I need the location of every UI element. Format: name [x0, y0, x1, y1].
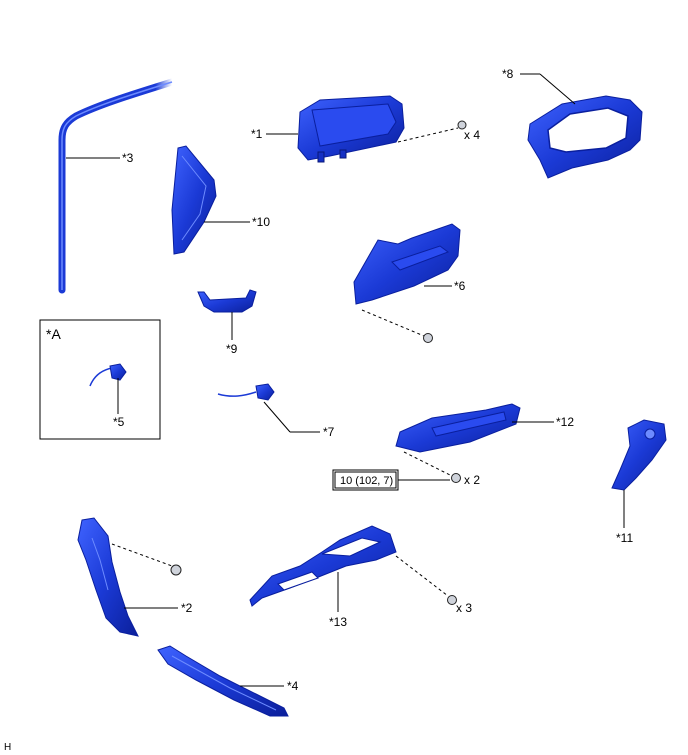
part-9-bracket [197, 289, 257, 313]
qty-lower-frame: x 3 [456, 601, 472, 615]
dash-13 [395, 555, 449, 597]
part-13-lower-frame [249, 525, 397, 607]
torque-spec: 10 (102, 7) [340, 475, 393, 487]
qty-lower-panel: x 2 [464, 473, 480, 487]
leader-7a [263, 401, 291, 433]
screw-icon [451, 473, 461, 483]
part-6-lower-panel [353, 223, 461, 305]
inset-frame-a [39, 319, 161, 440]
part-4-scuff-plate [157, 645, 289, 717]
screw-icon [423, 333, 433, 343]
part-1-combination-meter [297, 95, 405, 163]
part-10-side-panel [171, 145, 217, 255]
leader-8b [539, 73, 576, 105]
part-12-lower-panel-subassembly [395, 403, 521, 453]
part-11-side-cover [611, 419, 667, 491]
part-2-kick-panel [77, 517, 139, 637]
torque-spec-box: 10 (102, 7) [332, 469, 399, 491]
callout-5: *5 [113, 415, 125, 429]
dash-12 [403, 451, 453, 477]
inset-label: *A [46, 326, 61, 342]
callout-10: *10 [252, 215, 270, 229]
callout-8: *8 [502, 67, 514, 81]
dash-2 [111, 543, 173, 567]
callout-13: *13 [329, 615, 347, 629]
part-8-cluster-finish-panel [527, 95, 643, 179]
screw-icon [457, 120, 467, 130]
callout-12: *12 [556, 415, 574, 429]
callout-1: *1 [251, 127, 263, 141]
dash-1 [397, 127, 459, 143]
part-7-wire-sensor [217, 383, 275, 401]
callout-7: *7 [323, 425, 335, 439]
callout-3: *3 [122, 151, 134, 165]
clip-icon [170, 564, 182, 576]
part-5-wire-sensor [89, 363, 127, 387]
callout-9: *9 [226, 342, 238, 356]
corner-mark: H [4, 742, 11, 753]
callout-11: *11 [616, 531, 633, 545]
callout-2: *2 [181, 601, 193, 615]
screw-icon [447, 595, 457, 605]
callout-6: *6 [454, 279, 466, 293]
callout-4: *4 [287, 679, 299, 693]
qty-cluster: x 4 [464, 128, 480, 142]
dash-6 [361, 309, 425, 337]
part-3-pillar-weatherstrip [58, 78, 176, 294]
